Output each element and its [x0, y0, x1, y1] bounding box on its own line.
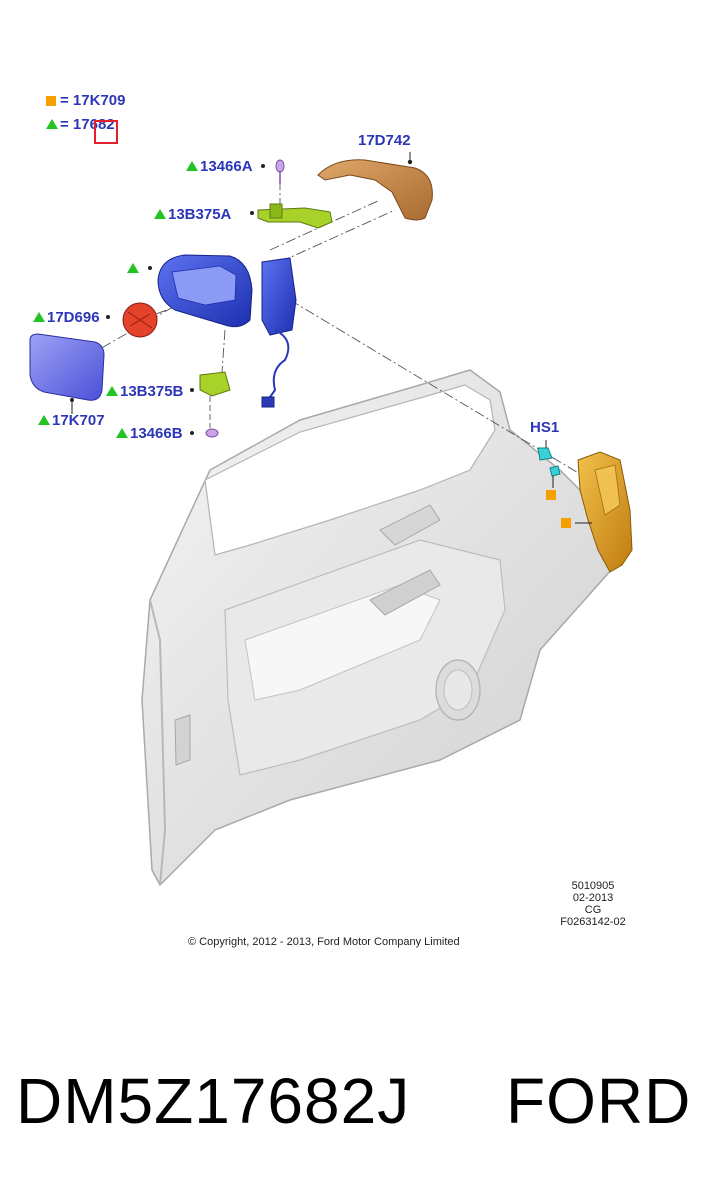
triangle-symbol — [38, 415, 50, 425]
highlight-box — [94, 120, 118, 144]
square-marker — [561, 518, 571, 528]
meta-line-2: 02-2013 — [572, 892, 614, 904]
triangle-symbol — [154, 209, 166, 219]
bracket-13b375a — [250, 203, 333, 229]
copyright-notice: © Copyright, 2012 - 2013, Ford Motor Com… — [188, 936, 460, 948]
triangle-symbol — [46, 119, 58, 129]
callout-13b375b[interactable]: 13B375B — [106, 383, 183, 400]
callout-hs1[interactable]: HS1 — [530, 419, 560, 436]
callout-17d742[interactable]: 17D742 — [358, 132, 411, 149]
callout-13466a[interactable]: 13466A — [186, 158, 253, 175]
bracket-13b375b — [190, 371, 231, 397]
meta-line-4: F0263142-02 — [560, 916, 626, 928]
screw-13466b — [190, 396, 219, 438]
callout-mirror-housing[interactable] — [127, 260, 141, 277]
square-symbol — [46, 96, 56, 106]
screw-13466a — [261, 159, 285, 184]
fastener-hs1 — [537, 440, 561, 488]
mirror-housing — [148, 254, 297, 408]
legend-square-entry: = 17K709 — [46, 92, 125, 109]
mirror-cap-17d742 — [317, 152, 433, 221]
callout-13b375a[interactable]: 13B375A — [154, 206, 231, 223]
triangle-symbol — [186, 161, 198, 171]
callout-17k707[interactable]: 17K707 — [38, 412, 105, 429]
exploded-view-drawing — [29, 152, 633, 887]
square-marker — [546, 490, 556, 500]
callout-13466b[interactable]: 13466B — [116, 425, 183, 442]
callout-17d696[interactable]: 17D696 — [33, 309, 100, 326]
drawing-metadata: 5010905 02-2013 CG F0263142-02 — [548, 880, 638, 928]
legend-square-text: = 17K709 — [60, 92, 126, 109]
triangle-symbol — [127, 263, 139, 273]
triangle-symbol — [116, 428, 128, 438]
triangle-symbol — [106, 386, 118, 396]
brand-caption: FORD — [506, 1065, 692, 1137]
mirror-trim-panel — [575, 451, 633, 573]
meta-line-3: CG — [584, 904, 602, 916]
part-number-caption: DM5Z17682J — [16, 1065, 411, 1137]
triangle-symbol — [33, 312, 45, 322]
heater-pad-17d696 — [106, 302, 158, 338]
front-door-assembly — [141, 369, 621, 887]
meta-line-1: 5010905 — [571, 880, 615, 892]
mirror-glass-17k707 — [29, 333, 105, 414]
